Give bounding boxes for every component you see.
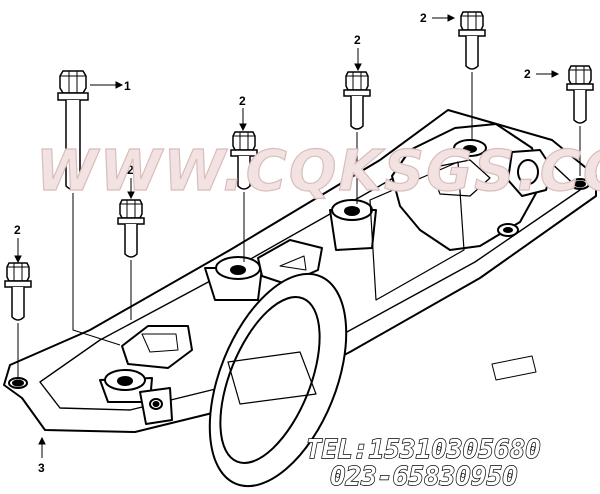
- callout-2-c: 2: [239, 94, 246, 108]
- contact-phone: 023-65830950: [330, 462, 518, 492]
- callout-2-f: 2: [524, 67, 531, 81]
- callout-3: 3: [38, 461, 45, 475]
- watermark-text: WWW.CQKSGS.COM: [36, 139, 600, 204]
- bolt-short-5: [458, 11, 486, 70]
- bolt-long: [57, 70, 89, 191]
- callout-2-b: 2: [127, 163, 134, 177]
- contact-tel: TEL:15310305680: [306, 435, 541, 465]
- bolt-short-1: [4, 262, 32, 321]
- assembly-lines: [17, 72, 581, 378]
- bolt-short-6: [566, 65, 594, 124]
- callout-leaders: [14, 14, 560, 458]
- callout-2-e: 2: [420, 11, 427, 25]
- callout-2-d: 2: [354, 33, 361, 47]
- bolt-short-4: [343, 71, 371, 130]
- rocker-cover: [3, 109, 597, 488]
- callout-2-a: 2: [14, 223, 21, 237]
- bolt-short-2: [117, 199, 145, 258]
- callout-1: 1: [124, 79, 131, 93]
